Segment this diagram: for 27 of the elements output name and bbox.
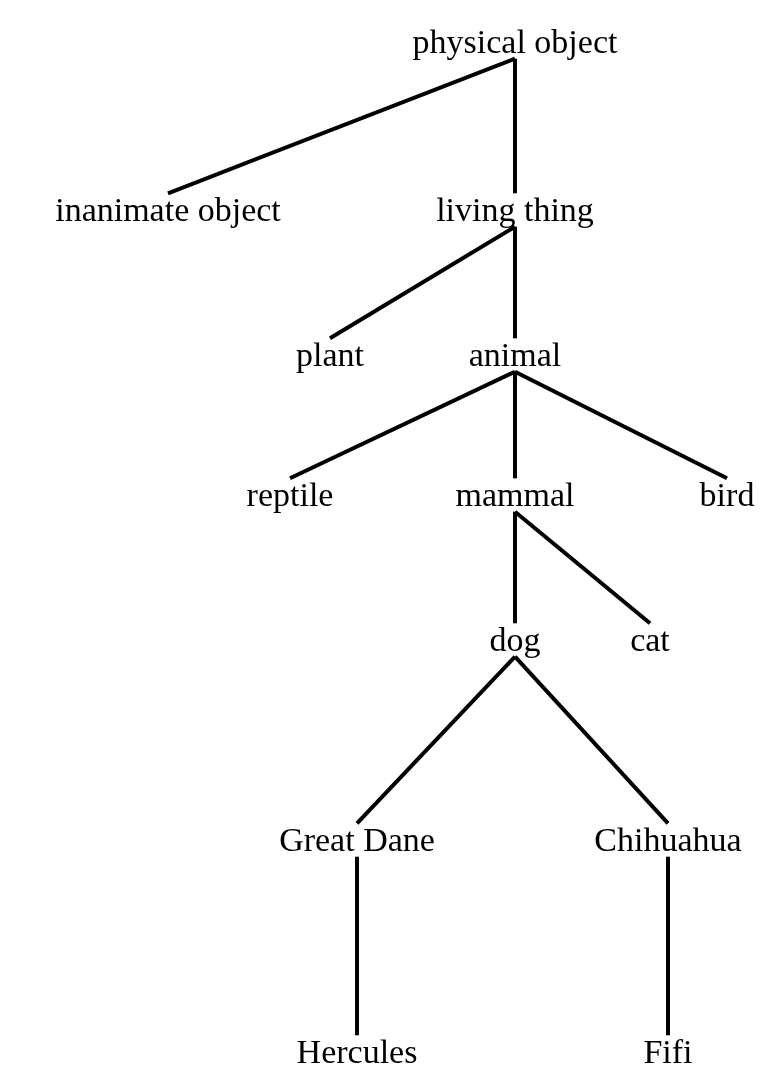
tree-node-label: Great Dane	[279, 821, 435, 859]
connector-line	[328, 225, 517, 340]
connector-line	[666, 856, 670, 1036]
tree-node-label: animal	[468, 336, 562, 374]
connector-line	[167, 56, 516, 196]
tree-node-label: physical object	[412, 23, 618, 61]
tree-node-label: cat	[630, 621, 670, 659]
connector-line	[289, 369, 516, 481]
tree-node-label: Hercules	[296, 1033, 418, 1071]
connector-line	[514, 369, 728, 481]
tree-node-label: dog	[489, 621, 541, 659]
connector-line	[355, 856, 359, 1036]
connector-line	[513, 226, 517, 339]
tree-node-label: bird	[699, 476, 755, 514]
tree-node-label: plant	[296, 336, 364, 374]
tree-node-label: inanimate object	[55, 191, 281, 229]
tree-node-label: Chihuahua	[594, 821, 742, 859]
tree-node-label: reptile	[246, 476, 334, 514]
connector-line	[513, 511, 517, 624]
tree-node-label: living thing	[436, 191, 594, 229]
connector-line	[355, 655, 517, 825]
tree-node-label: mammal	[455, 476, 575, 514]
connector-line	[513, 371, 517, 479]
connector-line	[513, 655, 670, 825]
connector-line	[513, 58, 517, 194]
tree-node-label: Fifi	[643, 1033, 693, 1071]
connector-line	[513, 510, 652, 625]
